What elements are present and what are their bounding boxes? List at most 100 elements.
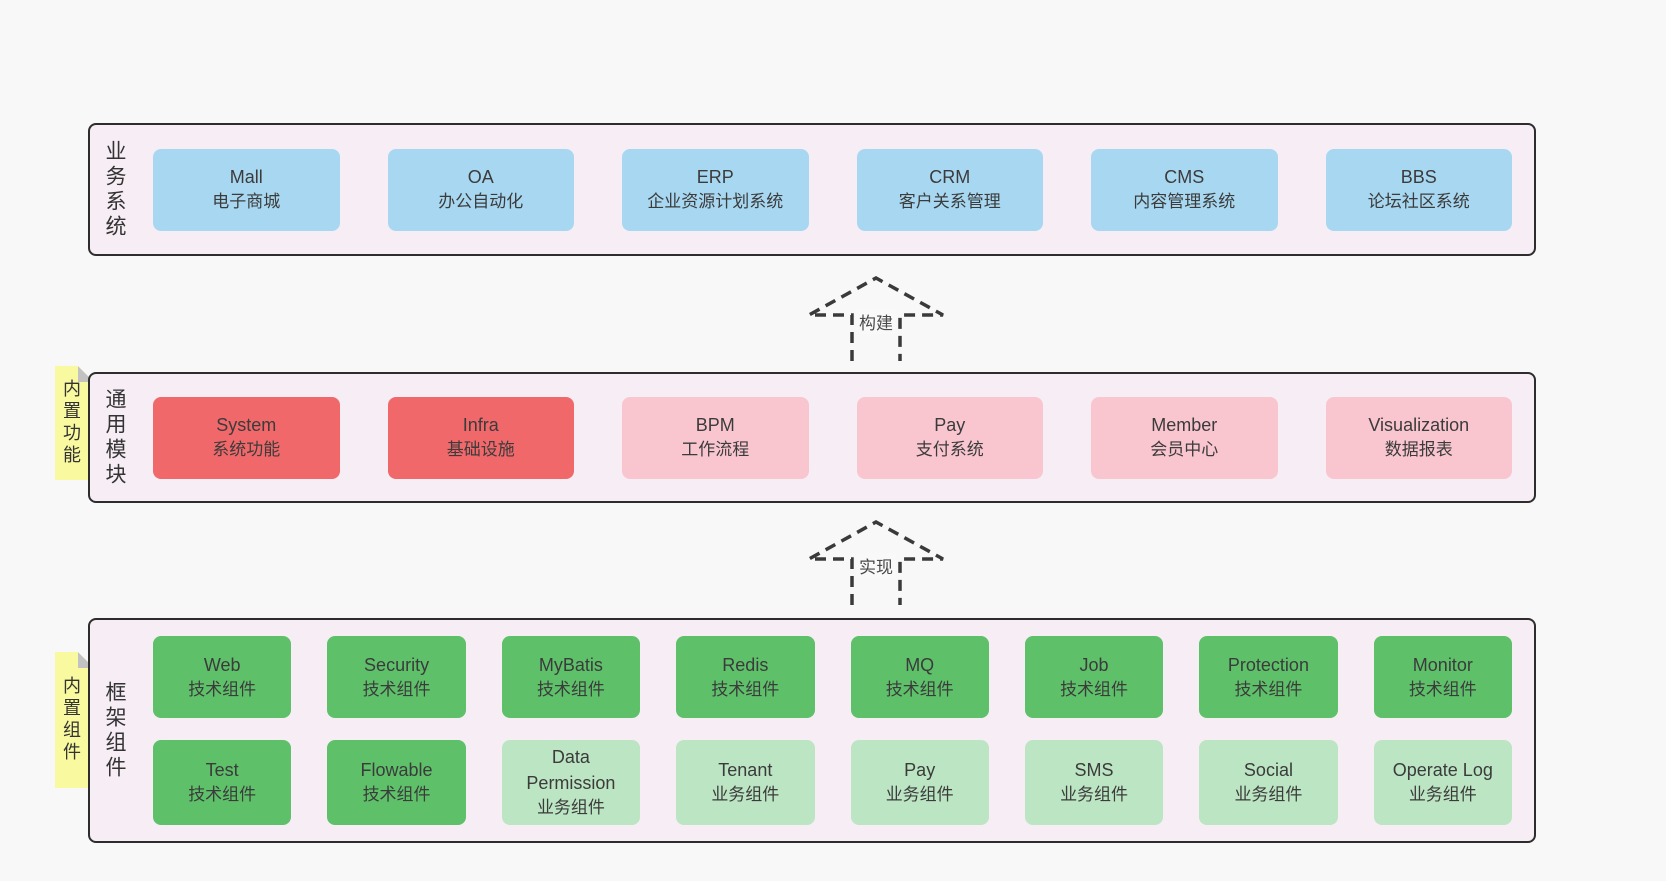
sticky-note-builtin-components: 内置组件 xyxy=(55,652,94,788)
node-subtitle: 技术组件 xyxy=(1234,679,1303,699)
panel-side-label: 通用模块 xyxy=(103,387,126,488)
node-subtitle: 客户关系管理 xyxy=(898,192,1001,212)
diagram-node: ERP 企业资源计划系统 xyxy=(622,148,809,231)
diagram-node: System 系统功能 xyxy=(153,396,340,479)
node-title: Operate Log xyxy=(1392,760,1493,781)
node-subtitle: 电子商城 xyxy=(212,192,281,212)
diagram-node: Visualization 数据报表 xyxy=(1325,396,1512,479)
diagram-node: MyBatis 技术组件 xyxy=(501,636,641,719)
node-subtitle: 业务组件 xyxy=(1060,785,1129,805)
node-title: BPM xyxy=(695,415,735,436)
panel-common-modules: 通用模块 System 系统功能 Infra 基础设施 BPM 工作流程 xyxy=(88,372,1536,503)
node-title: OA xyxy=(467,167,494,188)
node-title: Web xyxy=(203,654,241,675)
diagram-node: Member 会员中心 xyxy=(1091,396,1278,479)
node-subtitle: 内容管理系统 xyxy=(1133,192,1236,212)
node-title: Pay xyxy=(934,415,966,436)
diagram-node: Flowable 技术组件 xyxy=(327,740,466,825)
node-subtitle: 技术组件 xyxy=(711,679,780,699)
panel-side-label: 业务系统 xyxy=(103,139,126,240)
node-title: Mall xyxy=(229,167,263,188)
business-systems-box-row: Mall 电子商城 OA 办公自动化 ERP 企业资源计划系统 CRM 客户关系… xyxy=(153,148,1512,231)
diagram-node: CRM 客户关系管理 xyxy=(856,148,1043,231)
node-title: ERP xyxy=(696,167,734,188)
node-title: MyBatis xyxy=(538,654,603,675)
node-subtitle: 技术组件 xyxy=(362,679,431,699)
diagram-node: Operate Log 业务组件 xyxy=(1373,740,1512,825)
node-subtitle: 技术组件 xyxy=(188,679,257,699)
node-subtitle: 会员中心 xyxy=(1150,440,1219,460)
node-subtitle: 数据报表 xyxy=(1384,440,1453,460)
node-title: BBS xyxy=(1400,167,1437,188)
node-title: Infra xyxy=(462,415,499,436)
diagram-node: Redis 技术组件 xyxy=(676,636,815,719)
node-title: Data Permission xyxy=(526,747,616,794)
node-title: Social xyxy=(1243,760,1293,781)
arrow-build-label: 构建 xyxy=(856,309,896,334)
panel-business-systems: 业务系统 Mall 电子商城 OA 办公自动化 ERP 企业资源计划系统 xyxy=(88,123,1536,256)
arrow-build: 构建 xyxy=(806,275,946,361)
node-subtitle: 技术组件 xyxy=(188,785,257,805)
diagram-node: BBS 论坛社区系统 xyxy=(1325,148,1512,231)
node-subtitle: 技术组件 xyxy=(536,679,605,699)
node-title: SMS xyxy=(1074,760,1114,781)
diagram-node: Pay 支付系统 xyxy=(856,396,1043,479)
node-title: System xyxy=(216,415,277,436)
node-title: MQ xyxy=(905,654,935,675)
node-title: Job xyxy=(1079,654,1109,675)
node-title: Test xyxy=(205,760,239,781)
node-subtitle: 技术组件 xyxy=(362,785,431,805)
node-subtitle: 论坛社区系统 xyxy=(1367,192,1470,212)
diagram-node: SMS 业务组件 xyxy=(1024,740,1164,825)
sticky-note-label: 内置组件 xyxy=(61,676,81,764)
node-title: Flowable xyxy=(360,760,433,781)
diagram-node: CMS 内容管理系统 xyxy=(1091,148,1278,231)
dashed-up-arrow-icon xyxy=(808,276,944,361)
sticky-note-label: 内置功能 xyxy=(61,379,81,467)
node-subtitle: 工作流程 xyxy=(681,440,750,460)
node-subtitle: 技术组件 xyxy=(1060,679,1129,699)
diagram-node: Mall 电子商城 xyxy=(153,148,340,231)
node-subtitle: 企业资源计划系统 xyxy=(647,192,784,212)
diagram-node: Social 业务组件 xyxy=(1199,740,1338,825)
diagram-node: Pay 业务组件 xyxy=(850,740,989,825)
diagram-node: Web 技术组件 xyxy=(153,636,292,719)
sticky-note-builtin-features: 内置功能 xyxy=(55,366,94,480)
node-subtitle: 系统功能 xyxy=(212,440,281,460)
node-subtitle: 业务组件 xyxy=(1234,785,1303,805)
node-title: CRM xyxy=(929,167,971,188)
dashed-up-arrow-icon xyxy=(808,520,944,605)
node-title: Tenant xyxy=(718,760,773,781)
diagram-node: MQ 技术组件 xyxy=(850,636,989,719)
panel-framework-components: 框架组件 Web 技术组件 Security 技术组件 MyBatis xyxy=(88,618,1536,843)
framework-components-row-1: Web 技术组件 Security 技术组件 MyBatis 技术组件 xyxy=(153,636,1512,719)
diagram-node: Test 技术组件 xyxy=(153,740,292,825)
diagram-node: Security 技术组件 xyxy=(327,636,466,719)
node-title: CMS xyxy=(1164,167,1205,188)
diagram-node: BPM 工作流程 xyxy=(622,396,809,479)
diagram-node: Infra 基础设施 xyxy=(387,396,574,479)
common-modules-box-row: System 系统功能 Infra 基础设施 BPM 工作流程 Pay 支付系统 xyxy=(153,396,1512,479)
panel-side-label: 框架组件 xyxy=(103,680,126,781)
diagram-node: Monitor 技术组件 xyxy=(1373,636,1512,719)
arrow-implement: 实现 xyxy=(806,519,946,605)
node-subtitle: 业务组件 xyxy=(1408,785,1477,805)
framework-components-grid: Web 技术组件 Security 技术组件 MyBatis 技术组件 xyxy=(153,636,1512,825)
diagram-node: Job 技术组件 xyxy=(1024,636,1164,719)
node-title: Redis xyxy=(722,654,769,675)
node-subtitle: 基础设施 xyxy=(446,440,515,460)
node-subtitle: 业务组件 xyxy=(711,785,780,805)
node-subtitle: 办公自动化 xyxy=(438,192,524,212)
node-title: Monitor xyxy=(1412,654,1473,675)
node-title: Security xyxy=(364,654,430,675)
node-subtitle: 业务组件 xyxy=(536,798,605,818)
node-subtitle: 支付系统 xyxy=(915,440,984,460)
diagram-node: Data Permission 业务组件 xyxy=(501,740,641,825)
framework-components-row-2: Test 技术组件 Flowable 技术组件 Data Permission … xyxy=(153,740,1512,825)
node-title: Member xyxy=(1151,415,1218,436)
node-title: Protection xyxy=(1227,654,1309,675)
diagram-node: OA 办公自动化 xyxy=(387,148,574,231)
diagram-node: Tenant 业务组件 xyxy=(676,740,815,825)
node-title: Visualization xyxy=(1368,415,1470,436)
